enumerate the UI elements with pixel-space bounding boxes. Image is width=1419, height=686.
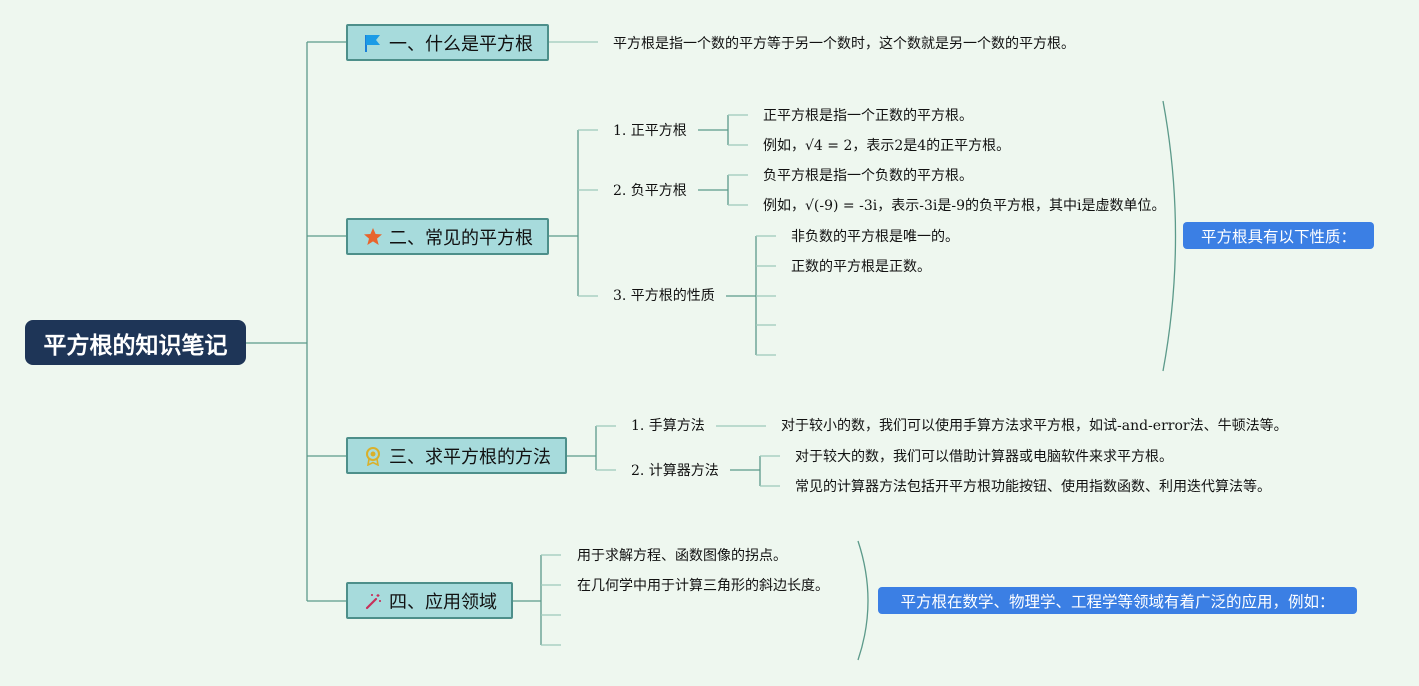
definition-text: 平方根是指一个数的平方等于另一个数时，这个数就是另一个数的平方根。 xyxy=(613,36,1075,52)
branch-methods[interactable]: 三、求平方根的方法 xyxy=(346,437,567,474)
property-detail: 正数的平方根是正数。 xyxy=(791,259,931,275)
summary-text: 平方根在数学、物理学、工程学等领域有着广泛的应用，例如： xyxy=(900,592,1335,611)
properties-label[interactable]: 3. 平方根的性质 xyxy=(613,288,715,304)
medal-icon xyxy=(362,445,384,467)
root-title: 平方根的知识笔记 xyxy=(43,332,228,359)
positive-root-label[interactable]: 1. 正平方根 xyxy=(613,123,687,139)
properties-summary[interactable]: 平方根具有以下性质： xyxy=(1183,222,1374,249)
applications-summary[interactable]: 平方根在数学、物理学、工程学等领域有着广泛的应用，例如： xyxy=(878,587,1357,614)
manual-method-detail: 对于较小的数，我们可以使用手算方法求平方根，如试-and-error法、牛顿法等… xyxy=(781,418,1288,434)
property-detail: 非负数的平方根是唯一的。 xyxy=(791,229,959,245)
flag-icon xyxy=(362,32,384,54)
application-item: 用于求解方程、函数图像的拐点。 xyxy=(577,548,787,564)
branch-what-is-square-root[interactable]: 一、什么是平方根 xyxy=(346,24,549,61)
summary-text: 平方根具有以下性质： xyxy=(1200,227,1356,246)
star-icon xyxy=(362,226,384,248)
calculator-method-detail: 对于较大的数，我们可以借助计算器或电脑软件来求平方根。 xyxy=(795,449,1173,465)
root-topic[interactable]: 平方根的知识笔记 xyxy=(25,320,246,365)
branch-label: 二、常见的平方根 xyxy=(389,227,533,249)
branch-label: 四、应用领域 xyxy=(389,591,497,613)
negative-root-label[interactable]: 2. 负平方根 xyxy=(613,183,687,199)
branch-label: 一、什么是平方根 xyxy=(389,33,533,55)
branch-label: 三、求平方根的方法 xyxy=(389,446,551,468)
positive-root-detail: 例如，√4 = 2，表示2是4的正平方根。 xyxy=(763,138,1011,154)
application-item: 在几何学中用于计算三角形的斜边长度。 xyxy=(577,578,829,594)
negative-root-detail: 例如，√(-9) = -3i，表示-3i是-9的负平方根，其中i是虚数单位。 xyxy=(763,198,1166,214)
negative-root-detail: 负平方根是指一个负数的平方根。 xyxy=(763,168,973,184)
branch-common-square-roots[interactable]: 二、常见的平方根 xyxy=(346,218,549,255)
positive-root-detail: 正平方根是指一个正数的平方根。 xyxy=(763,108,973,124)
manual-method-label[interactable]: 1. 手算方法 xyxy=(631,418,705,434)
calculator-method-detail: 常见的计算器方法包括开平方根功能按钮、使用指数函数、利用迭代算法等。 xyxy=(795,479,1271,495)
branch-applications[interactable]: 四、应用领域 xyxy=(346,582,513,619)
calculator-method-label[interactable]: 2. 计算器方法 xyxy=(631,463,719,479)
magic-wand-icon xyxy=(362,590,384,612)
